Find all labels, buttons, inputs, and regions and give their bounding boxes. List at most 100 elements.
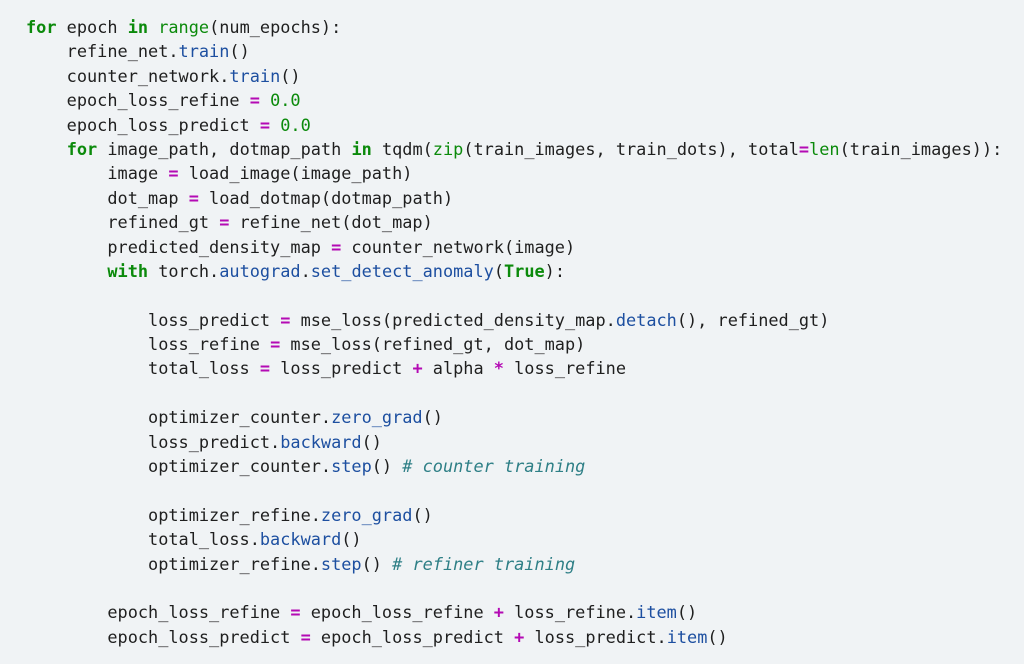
attribute-token: set_detect_anomaly: [310, 260, 494, 281]
code-text-token: refine_net(dot_map): [229, 212, 433, 233]
code-text-token: predicted_density_map: [26, 236, 332, 257]
code-text-token: mse_loss(predicted_density_map.: [290, 309, 616, 330]
code-text-token: mse_loss(refined_gt, dot_map): [280, 334, 586, 355]
code-line: epoch_loss_refine = epoch_loss_refine + …: [26, 600, 1016, 624]
code-line: counter_network.train(): [26, 64, 1016, 88]
attribute-token: zero_grad: [320, 504, 413, 525]
code-line: with torch.autograd.set_detect_anomaly(T…: [26, 259, 1016, 283]
code-text-token: epoch_loss_refine: [300, 602, 494, 623]
code-text-token: (: [493, 260, 504, 281]
code-line: [26, 381, 1016, 405]
operator-token: =: [219, 212, 230, 233]
operator-token: =: [168, 163, 179, 184]
code-line: [26, 478, 1016, 502]
code-text-token: alpha: [422, 358, 494, 379]
keyword-token: for: [26, 17, 57, 37]
code-text-token: [148, 17, 158, 37]
code-text-token: (): [361, 431, 382, 452]
code-text-token: epoch_loss_refine: [26, 90, 250, 111]
code-text-token: load_dotmap(dotmap_path): [198, 187, 454, 208]
code-text-token: optimizer_refine.: [26, 504, 321, 525]
code-text-token: optimizer_counter.: [26, 407, 332, 428]
builtin-token: range: [158, 17, 210, 37]
number-token: 0.0: [280, 114, 311, 135]
code-text-token: (): [422, 407, 443, 428]
operator-token: =: [188, 187, 199, 208]
code-line: loss_predict = mse_loss(predicted_densit…: [26, 308, 1016, 332]
code-text-token: refined_gt: [26, 212, 220, 233]
code-text-token: [260, 90, 270, 110]
operator-token: =: [300, 626, 311, 647]
code-text-token: load_image(image_path): [178, 163, 413, 184]
code-line: [26, 576, 1016, 600]
code-text-token: .: [300, 260, 311, 281]
code-text-token: epoch_loss_predict: [26, 114, 260, 135]
operator-token: +: [514, 626, 525, 647]
code-text-token: tqdm(: [371, 138, 433, 159]
attribute-token: detach: [615, 309, 677, 330]
attribute-token: autograd: [219, 260, 301, 281]
operator-token: =: [259, 114, 271, 135]
code-line: refined_gt = refine_net(dot_map): [26, 210, 1016, 234]
code-text-token: dot_map: [26, 187, 189, 208]
code-text-token: ):: [544, 260, 566, 281]
code-line: optimizer_refine.step() # refiner traini…: [26, 552, 1016, 576]
code-text-token: (): [371, 456, 403, 477]
code-line: loss_refine = mse_loss(refined_gt, dot_m…: [26, 332, 1016, 356]
keyword-token: for: [66, 138, 98, 159]
operator-token: =: [259, 358, 271, 379]
attribute-token: item: [636, 602, 677, 623]
code-text-token: (): [707, 626, 728, 647]
code-line: epoch_loss_refine = 0.0: [26, 88, 1016, 112]
code-text-token: total_loss: [26, 358, 260, 379]
code-text-token: epoch_loss_refine: [26, 602, 291, 623]
attribute-token: backward: [280, 431, 362, 452]
code-text-token: [270, 115, 280, 135]
code-text-token: epoch_loss_predict: [26, 626, 301, 647]
code-text-token: (): [676, 602, 698, 623]
code-line: for image_path, dotmap_path in tqdm(zip(…: [26, 137, 1016, 161]
code-line: epoch_loss_predict = 0.0: [26, 113, 1016, 137]
comment-token: # counter training: [402, 456, 586, 477]
code-text-token: loss_refine.: [503, 602, 637, 623]
code-text-token: [26, 139, 67, 159]
attribute-token: step: [331, 456, 372, 477]
code-text-token: loss_predict.: [26, 431, 281, 452]
operator-token: =: [290, 602, 301, 623]
attribute-token: step: [320, 553, 362, 574]
operator-token: =: [270, 334, 281, 355]
code-text-token: image: [26, 163, 169, 184]
code-text-token: loss_predict: [270, 358, 413, 379]
code-text-token: epoch_loss_predict: [310, 626, 515, 647]
code-line: for epoch in range(num_epochs):: [26, 15, 1016, 39]
attribute-token: zero_grad: [331, 407, 423, 428]
keyword-token: in: [127, 17, 149, 37]
number-token: 0.0: [270, 90, 301, 111]
code-line: predicted_density_map = counter_network(…: [26, 235, 1016, 259]
code-line: optimizer_refine.zero_grad(): [26, 503, 1016, 527]
code-text-token: (): [412, 504, 433, 525]
code-text-token: loss_predict: [26, 309, 281, 330]
attribute-token: train: [229, 65, 281, 86]
code-line: loss_predict.backward(): [26, 430, 1016, 454]
code-text-token: (num_epochs):: [209, 17, 342, 37]
code-text-token: counter_network.: [26, 65, 230, 86]
code-text-token: counter_network(image): [341, 236, 576, 257]
code-block: for epoch in range(num_epochs): refine_n…: [26, 15, 1016, 649]
code-text-token: loss_refine: [26, 334, 271, 355]
code-text-token: (train_images, train_dots), total: [463, 138, 799, 159]
code-text-token: total_loss.: [26, 529, 260, 550]
code-text-token: optimizer_refine.: [26, 553, 321, 574]
attribute-token: train: [178, 41, 230, 62]
code-text-token: (): [229, 41, 250, 62]
operator-token: =: [249, 90, 260, 111]
code-text-token: [26, 261, 107, 281]
code-text-token: optimizer_counter.: [26, 456, 332, 477]
code-text-token: (): [341, 529, 362, 550]
code-text-token: (train_images)):: [839, 138, 1003, 159]
operator-token: +: [412, 358, 423, 379]
code-line: dot_map = load_dotmap(dotmap_path): [26, 186, 1016, 210]
code-text-token: loss_predict.: [524, 626, 667, 647]
code-text-token: (): [361, 553, 393, 574]
code-text-token: image_path, dotmap_path: [97, 138, 352, 159]
